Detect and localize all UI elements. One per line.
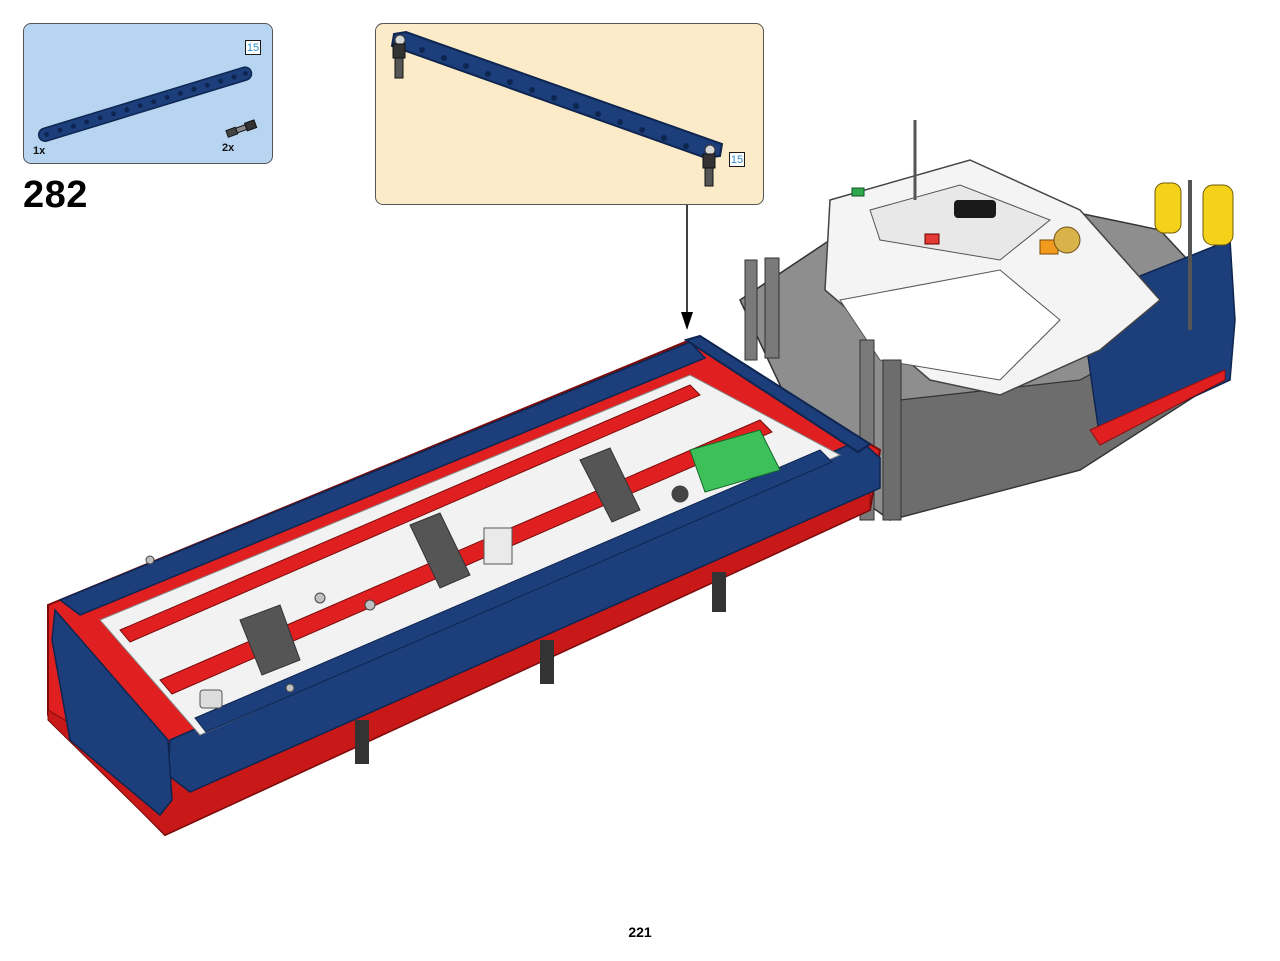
pin-quantity: 2x bbox=[222, 142, 235, 154]
beam-length-badge: 15 bbox=[245, 40, 261, 55]
technic-beam-15-with-pins-icon bbox=[390, 30, 724, 187]
technic-beam-15-icon bbox=[37, 66, 253, 142]
page-number: 221 bbox=[628, 924, 652, 940]
subassembly-callout: 15 bbox=[375, 23, 764, 205]
axle-pin-icon bbox=[225, 119, 258, 138]
beam-quantity: 1x bbox=[33, 145, 46, 157]
beam-length-badge: 15 bbox=[729, 152, 745, 167]
parts-list-callout: 15 1x 2x bbox=[23, 23, 273, 164]
step-number: 282 bbox=[23, 174, 88, 216]
arrow-down-icon bbox=[681, 205, 693, 330]
